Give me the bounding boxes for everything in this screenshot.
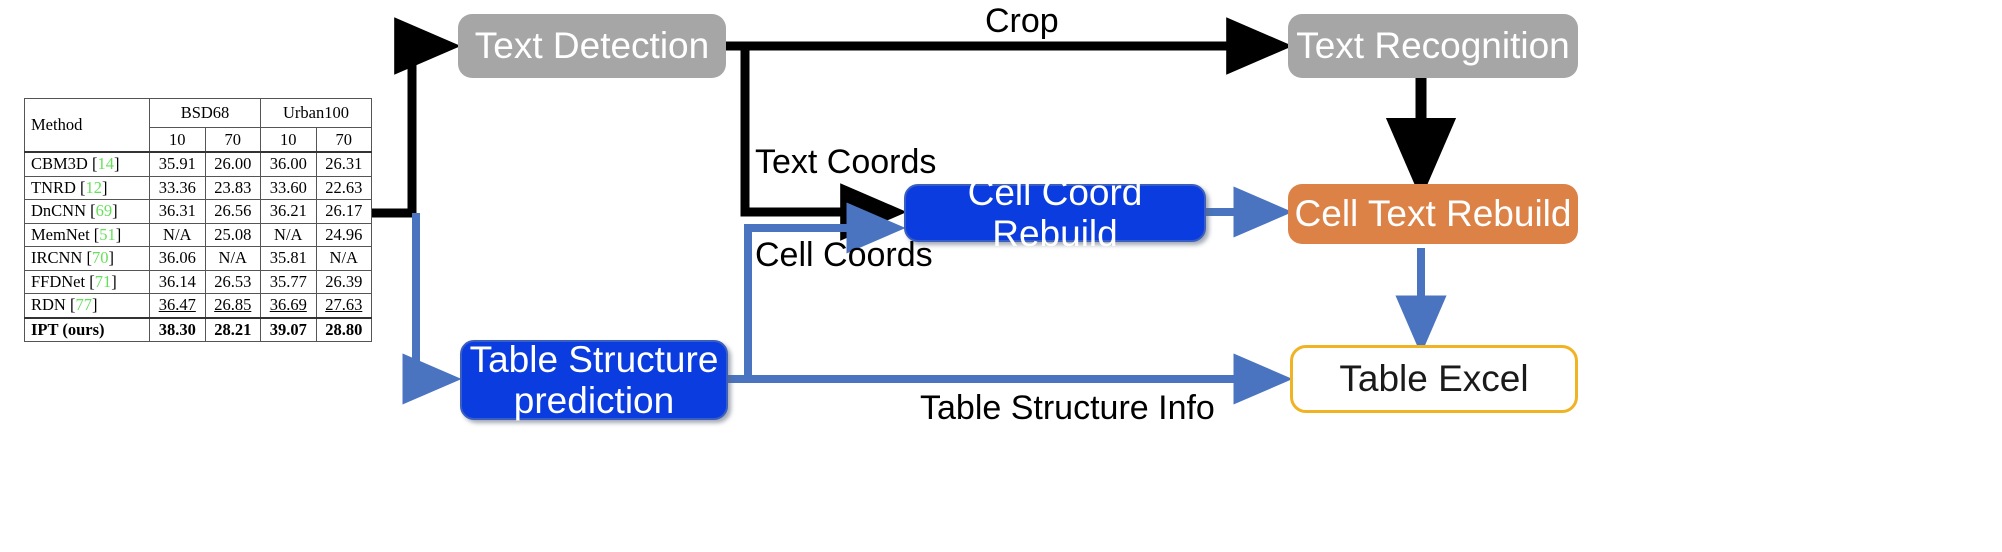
cell-value: 36.00 <box>260 151 317 177</box>
header-bsd68-10: 10 <box>149 127 206 153</box>
edge-label-table-structure-info: Table Structure Info <box>920 389 1215 427</box>
table-header-row-groups: Method BSD68 Urban100 <box>24 98 372 152</box>
cell-value: 38.30 <box>149 317 206 342</box>
cell-method: DnCNN [69] <box>24 199 150 224</box>
citation-ref: 12 <box>85 177 103 197</box>
header-method: Method <box>24 98 150 152</box>
node-text-recognition[interactable]: Text Recognition <box>1288 14 1578 78</box>
edge-text-coords <box>740 46 907 241</box>
source-table-figure: Method BSD68 Urban100 10 70 10 70 CBM3D … <box>24 98 372 342</box>
table-header-row-sigmas: 10 70 10 70 <box>25 127 372 153</box>
cell-value: 26.53 <box>204 269 261 294</box>
edge-label-text-coords: Text Coords <box>755 143 937 181</box>
cell-value: 36.21 <box>260 199 317 224</box>
cell-method: IRCNN [70] <box>24 246 150 271</box>
cell-value: 28.80 <box>315 317 372 342</box>
cell-value: 36.69 <box>260 293 317 318</box>
edge-split-to-text-detection <box>394 17 461 213</box>
source-table-head: Method BSD68 Urban100 10 70 10 70 <box>24 98 372 153</box>
cell-method: RDN [77] <box>24 293 150 318</box>
header-bsd68-70: 70 <box>204 127 261 153</box>
edge-label-crop: Crop <box>985 2 1059 40</box>
cell-method: TNRD [12] <box>24 175 150 200</box>
cell-value: 26.56 <box>204 199 261 224</box>
node-table-excel[interactable]: Table Excel <box>1290 345 1578 413</box>
cell-value: 36.14 <box>149 269 206 294</box>
cell-value: 26.00 <box>204 151 261 177</box>
source-table: Method BSD68 Urban100 10 70 10 70 CBM3D … <box>24 98 372 342</box>
node-cell-coord-rebuild[interactable]: Cell Coord Rebuild <box>904 172 1206 254</box>
header-urban100-70: 70 <box>315 127 372 153</box>
edge-split-to-table-structure <box>402 213 462 405</box>
cell-value: 33.36 <box>149 175 206 200</box>
node-table-structure-prediction[interactable]: Table Structure prediction <box>460 339 728 421</box>
node-cell-text-rebuild[interactable]: Cell Text Rebuild <box>1288 184 1578 244</box>
citation-ref: 70 <box>91 248 109 268</box>
citation-ref: 14 <box>97 154 114 174</box>
cell-value: 35.77 <box>260 269 317 294</box>
header-urban100-10: 10 <box>260 127 317 153</box>
cell-value: 28.21 <box>204 317 261 342</box>
cell-value: N/A <box>315 246 372 271</box>
cell-value: 26.31 <box>315 151 372 177</box>
cell-value: 24.96 <box>315 222 372 247</box>
cell-value: 23.83 <box>204 175 261 200</box>
cell-value: 26.17 <box>315 199 372 224</box>
cell-value: N/A <box>204 246 261 271</box>
cell-value: 27.63 <box>315 293 372 318</box>
cell-value: 36.31 <box>149 199 206 224</box>
edge-label-cell-coords: Cell Coords <box>755 236 933 274</box>
node-text-detection[interactable]: Text Detection <box>458 14 726 78</box>
citation-ref: 77 <box>75 295 92 315</box>
cell-value: 33.60 <box>260 175 317 200</box>
cell-value: 35.91 <box>149 151 206 177</box>
header-group-urban100: Urban100 <box>260 98 372 128</box>
cell-value: 36.06 <box>149 246 206 271</box>
cell-method: IPT (ours) <box>24 317 150 342</box>
cell-value: N/A <box>260 222 317 247</box>
cell-method: FFDNet [71] <box>24 269 150 294</box>
citation-ref: 71 <box>94 271 112 291</box>
cell-method: CBM3D [14] <box>24 151 150 177</box>
cell-method: MemNet [51] <box>24 222 150 247</box>
header-group-bsd68: BSD68 <box>149 98 261 128</box>
cell-value: N/A <box>149 222 206 247</box>
citation-ref: 69 <box>95 201 113 221</box>
cell-value: 35.81 <box>260 246 317 271</box>
cell-value: 22.63 <box>315 175 372 200</box>
cell-value: 26.39 <box>315 269 372 294</box>
citation-ref: 51 <box>99 224 116 244</box>
cell-value: 36.47 <box>149 293 206 318</box>
cell-value: 25.08 <box>204 222 261 247</box>
cell-value: 26.85 <box>204 293 261 318</box>
cell-value: 39.07 <box>260 317 317 342</box>
